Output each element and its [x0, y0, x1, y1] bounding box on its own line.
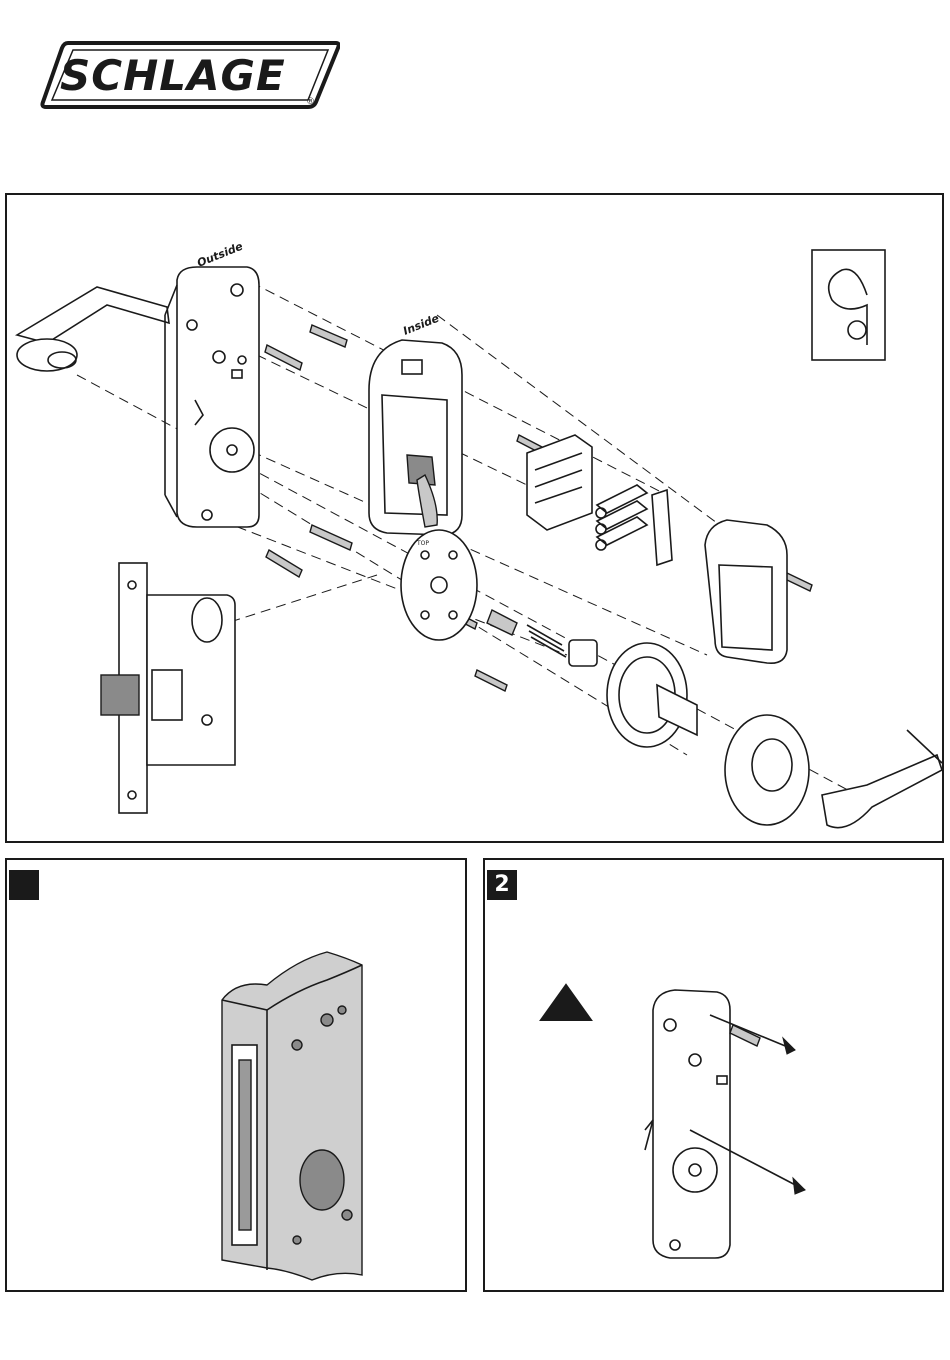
battery-cover: [705, 520, 787, 663]
rose-cover: [725, 715, 809, 825]
inside-escutcheon: [369, 340, 462, 535]
warning-triangle-icon: [541, 985, 591, 1020]
battery-holder: [527, 435, 592, 530]
exploded-view-diagram: Outside Inside: [7, 195, 946, 845]
spindle-parts: [487, 610, 597, 666]
batteries: [596, 485, 647, 550]
mortise-lock-body: [101, 563, 235, 813]
door-edge-diagram: [7, 860, 469, 1294]
mounting-plate: TOP: [401, 530, 477, 640]
step-1-panel: [5, 858, 467, 1292]
top-marking: TOP: [416, 540, 429, 547]
outside-escutcheon: [165, 267, 259, 527]
door-edge: [222, 952, 362, 1280]
inside-rose: [607, 643, 697, 747]
logo-text: SCHLAGE: [60, 51, 286, 100]
escutcheon-removal-diagram: [485, 860, 946, 1294]
registered-mark: ®: [306, 97, 315, 107]
battery-bracket: [652, 490, 672, 565]
outside-escutcheon-back: [645, 990, 730, 1258]
schlage-logo: SCHLAGE ®: [40, 40, 340, 110]
inside-lever: [822, 730, 942, 828]
inside-label: Inside: [401, 311, 441, 337]
cylinder-symbol-box: [812, 250, 885, 360]
exploded-view-panel: Outside Inside: [5, 193, 944, 843]
step-2-panel: 2: [483, 858, 944, 1292]
outside-label: Outside: [195, 240, 245, 270]
logo-badge: SCHLAGE ®: [40, 40, 340, 110]
outside-lever: [17, 287, 169, 371]
